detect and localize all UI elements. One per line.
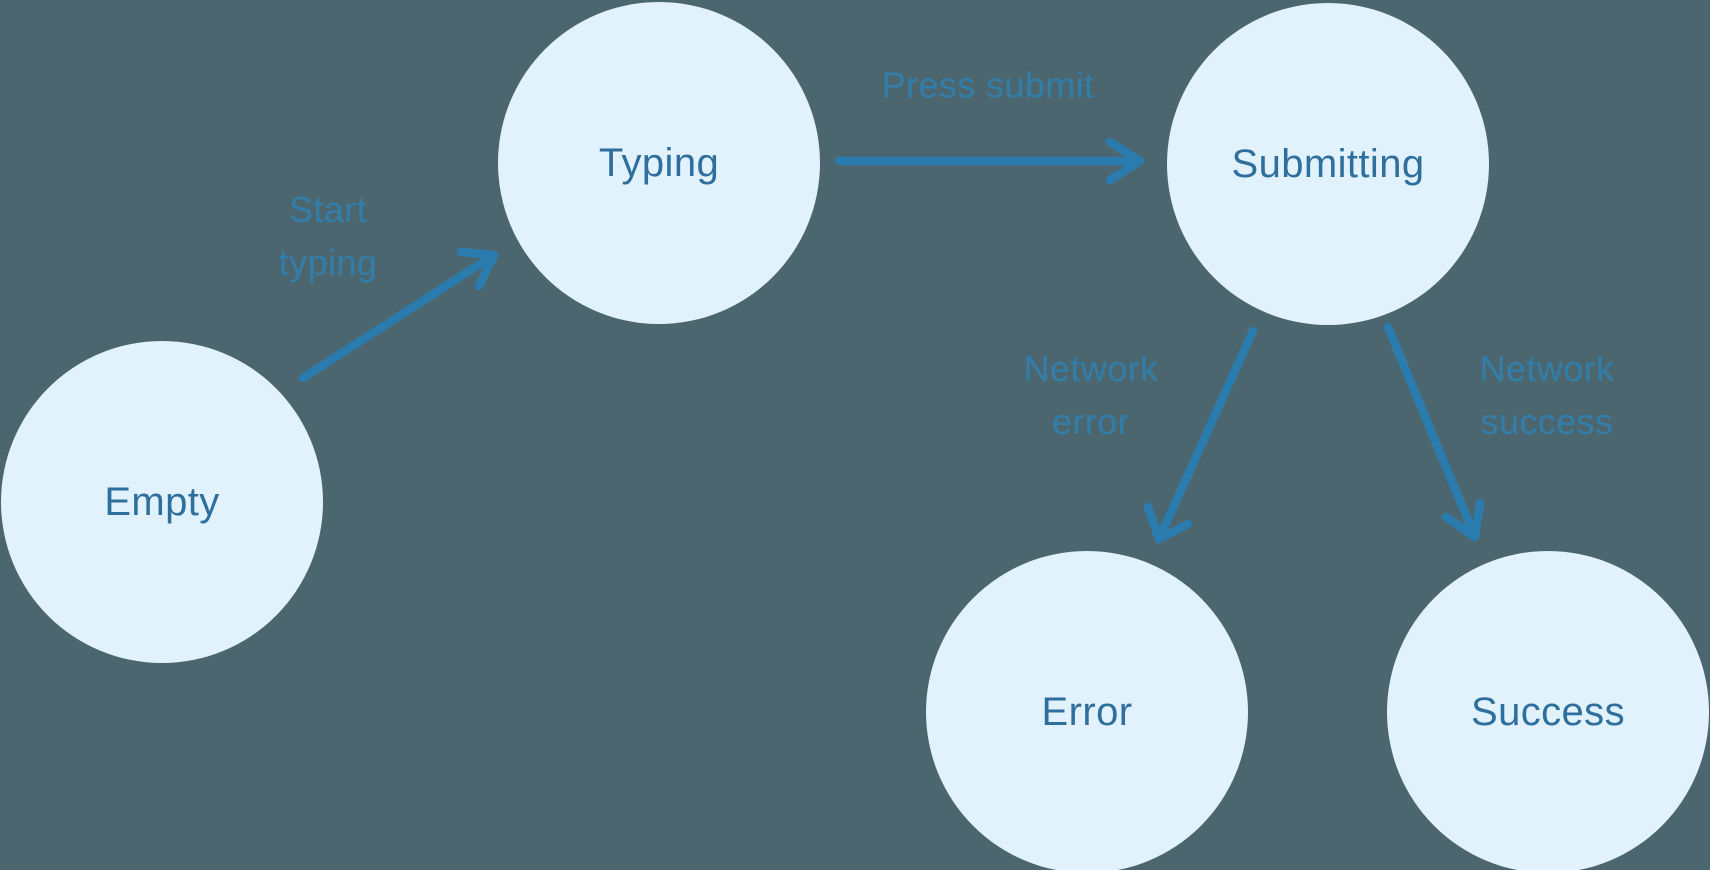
state-node-typing: Typing: [498, 2, 820, 324]
state-label-error: Error: [1041, 689, 1133, 734]
state-node-submitting: Submitting: [1167, 3, 1489, 325]
transition-label-start-typing: Start typing: [278, 189, 378, 283]
arrow-start-typing: [298, 247, 499, 383]
state-label-success: Success: [1471, 689, 1625, 734]
transition-label-network-error: Network error: [1023, 348, 1159, 442]
state-node-success: Success: [1387, 551, 1709, 870]
state-node-empty: Empty: [1, 341, 323, 663]
transition-label-press-submit: Press submit: [881, 64, 1095, 106]
state-label-submitting: Submitting: [1231, 141, 1425, 186]
arrow-network-success: [1383, 322, 1485, 542]
arrow-network-error: [1143, 326, 1258, 544]
arrow-press-submit: [834, 137, 1145, 185]
transition-label-network-success: Network success: [1479, 348, 1615, 442]
state-label-typing: Typing: [598, 140, 720, 185]
state-node-error: Error: [926, 551, 1248, 870]
state-label-empty: Empty: [104, 479, 220, 524]
